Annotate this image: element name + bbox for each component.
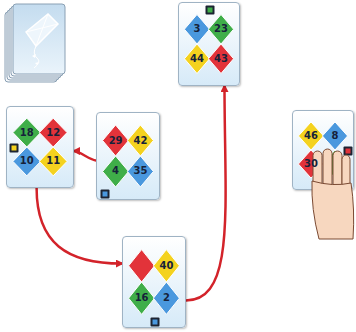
move-arrow <box>186 86 226 300</box>
card-number: 16 <box>128 291 156 305</box>
move-arrow <box>74 151 96 160</box>
game-card: 323 4443 <box>178 2 240 86</box>
color-symbol-fill <box>208 8 213 13</box>
color-symbol <box>10 144 19 153</box>
finger <box>323 149 332 189</box>
kite-diamond <box>129 250 155 282</box>
card-number: 2 <box>152 291 180 305</box>
color-symbol-fill <box>346 149 351 154</box>
kite-diamond <box>13 118 41 147</box>
card-number: 10 <box>13 154 41 168</box>
card-number: 18 <box>13 126 41 140</box>
color-symbol <box>206 6 215 15</box>
kite-diamond <box>127 156 153 187</box>
card-face <box>7 107 73 187</box>
card-face <box>97 113 159 199</box>
color-symbol-fill <box>103 192 108 197</box>
card-number: 23 <box>207 22 235 36</box>
card-number: 4 <box>102 164 130 178</box>
card-face <box>179 3 239 85</box>
palm <box>312 181 354 239</box>
color-symbol-fill <box>12 146 17 151</box>
kite-diamond <box>103 156 129 187</box>
card-number: 8 <box>321 129 349 143</box>
kite-diamond <box>129 282 155 314</box>
game-card: 468 30 <box>292 110 354 190</box>
card-number: 42 <box>126 134 154 148</box>
card-number: 3 <box>183 22 211 36</box>
card-deck <box>4 2 66 86</box>
kite-diamond <box>127 125 153 156</box>
kite-diamond <box>103 125 129 156</box>
game-card: 2942 435 <box>96 112 160 200</box>
kite-diamond <box>153 282 179 314</box>
color-symbol-fill <box>153 320 158 325</box>
card-number: 40 <box>152 259 180 273</box>
kite-diamond <box>153 250 179 282</box>
kite-diamond <box>39 118 67 147</box>
card-number: 44 <box>183 52 211 66</box>
color-symbol <box>344 147 353 156</box>
card-number: 43 <box>207 52 235 66</box>
game-card: 1812 1011 <box>6 106 74 188</box>
kite-diamond <box>39 147 67 176</box>
game-card: 40 162 <box>122 236 186 328</box>
card-number: 29 <box>102 134 130 148</box>
card-number: 35 <box>126 164 154 178</box>
card-number: 11 <box>39 154 67 168</box>
card-number: 30 <box>297 157 325 171</box>
card-face <box>123 237 185 327</box>
card-number: 46 <box>297 129 325 143</box>
card-number: 12 <box>39 126 67 140</box>
color-symbol <box>151 318 160 327</box>
color-symbol <box>101 190 110 199</box>
